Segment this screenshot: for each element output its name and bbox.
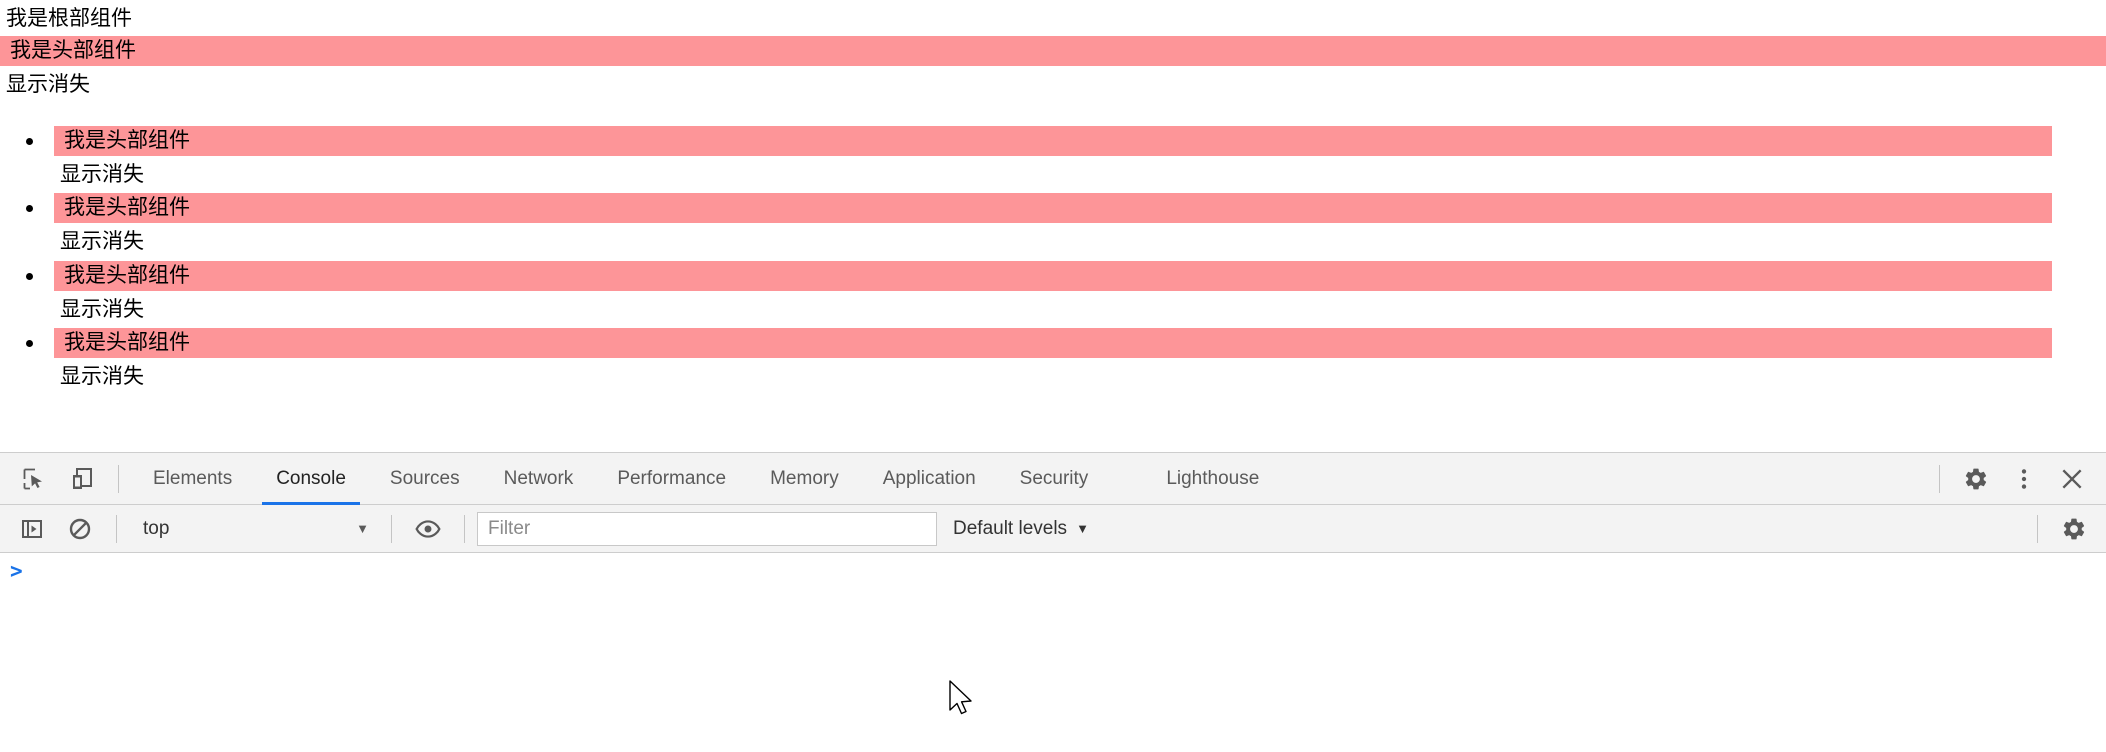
tab-sources[interactable]: Sources <box>389 467 460 489</box>
filterbar-divider-4 <box>2037 514 2038 543</box>
devtools-toolbar-actions <box>1927 459 2096 499</box>
more-options-icon[interactable] <box>2004 459 2044 499</box>
tab-lighthouse[interactable]: Lighthouse <box>1166 467 1260 489</box>
toggle-visibility-label[interactable]: 显示消失 <box>6 73 90 97</box>
list-toggle-label[interactable]: 显示消失 <box>60 230 144 254</box>
list-toggle-label[interactable]: 显示消失 <box>60 365 144 389</box>
root-component-label: 我是根部组件 <box>6 7 132 30</box>
tab-security[interactable]: Security <box>1019 467 1089 489</box>
list-toggle-label[interactable]: 显示消失 <box>60 162 144 186</box>
chevron-down-icon: ▼ <box>1076 521 1089 536</box>
log-levels-label: Default levels <box>953 517 1068 539</box>
tab-application[interactable]: Application <box>882 467 976 489</box>
console-prompt-row[interactable]: > <box>0 559 2106 589</box>
inspect-element-icon[interactable] <box>14 459 54 499</box>
list-header-bar: 我是头部组件 <box>54 260 2052 291</box>
web-page-content: 我是根部组件 我是头部组件 显示消失 我是头部组件 显示消失 我是头部组件 显示… <box>0 7 2106 396</box>
tab-memory[interactable]: Memory <box>770 467 839 489</box>
list-header-bar: 我是头部组件 <box>54 125 2052 156</box>
console-sidebar-icon[interactable] <box>12 509 52 549</box>
list-header-bar: 我是头部组件 <box>54 328 2052 359</box>
console-log-levels-selector[interactable]: Default levels ▼ <box>953 518 1089 540</box>
tab-performance[interactable]: Performance <box>617 467 727 489</box>
console-prompt-input[interactable] <box>32 559 2106 583</box>
devtools-tab-list: Elements Console Sources Network Perform… <box>131 453 1927 505</box>
list-item: 我是头部组件 显示消失 <box>0 328 2106 396</box>
filterbar-divider-1 <box>116 514 117 543</box>
filterbar-divider-3 <box>464 514 465 543</box>
console-context-label: top <box>143 517 170 539</box>
gear-icon[interactable] <box>2054 509 2094 549</box>
tab-elements[interactable]: Elements <box>153 467 233 489</box>
filterbar-divider-2 <box>391 514 392 543</box>
list-item: 我是头部组件 显示消失 <box>0 125 2106 194</box>
chevron-down-icon: ▼ <box>356 521 369 536</box>
list-item: 我是头部组件 显示消失 <box>0 193 2106 261</box>
devtools-tabbar: Elements Console Sources Network Perform… <box>0 453 2106 505</box>
prompt-caret-icon: > <box>10 559 23 583</box>
list-header-bar: 我是头部组件 <box>54 193 2052 224</box>
tab-network[interactable]: Network <box>503 467 574 489</box>
devtools-panel: Elements Console Sources Network Perform… <box>0 452 2106 752</box>
device-toolbar-icon[interactable] <box>62 459 102 499</box>
close-icon[interactable] <box>2052 459 2092 499</box>
list-toggle-label[interactable]: 显示消失 <box>60 297 144 321</box>
toolbar-divider-right <box>1939 464 1940 493</box>
toolbar-divider <box>118 464 119 493</box>
console-filter-input[interactable] <box>477 511 937 546</box>
console-output-area[interactable]: > <box>0 553 2106 751</box>
header-component-bar: 我是头部组件 <box>0 36 2106 67</box>
component-list: 我是头部组件 显示消失 我是头部组件 显示消失 我是头部组件 显示消失 我是头部… <box>0 125 2106 396</box>
gear-icon[interactable] <box>1956 459 1996 499</box>
console-context-selector[interactable]: top ▼ <box>129 512 379 546</box>
clear-console-icon[interactable] <box>60 509 100 549</box>
live-expression-icon[interactable] <box>408 509 448 549</box>
console-filter-bar: top ▼ Default levels ▼ <box>0 505 2106 553</box>
tab-console[interactable]: Console <box>254 453 368 505</box>
list-item: 我是头部组件 显示消失 <box>0 260 2106 329</box>
